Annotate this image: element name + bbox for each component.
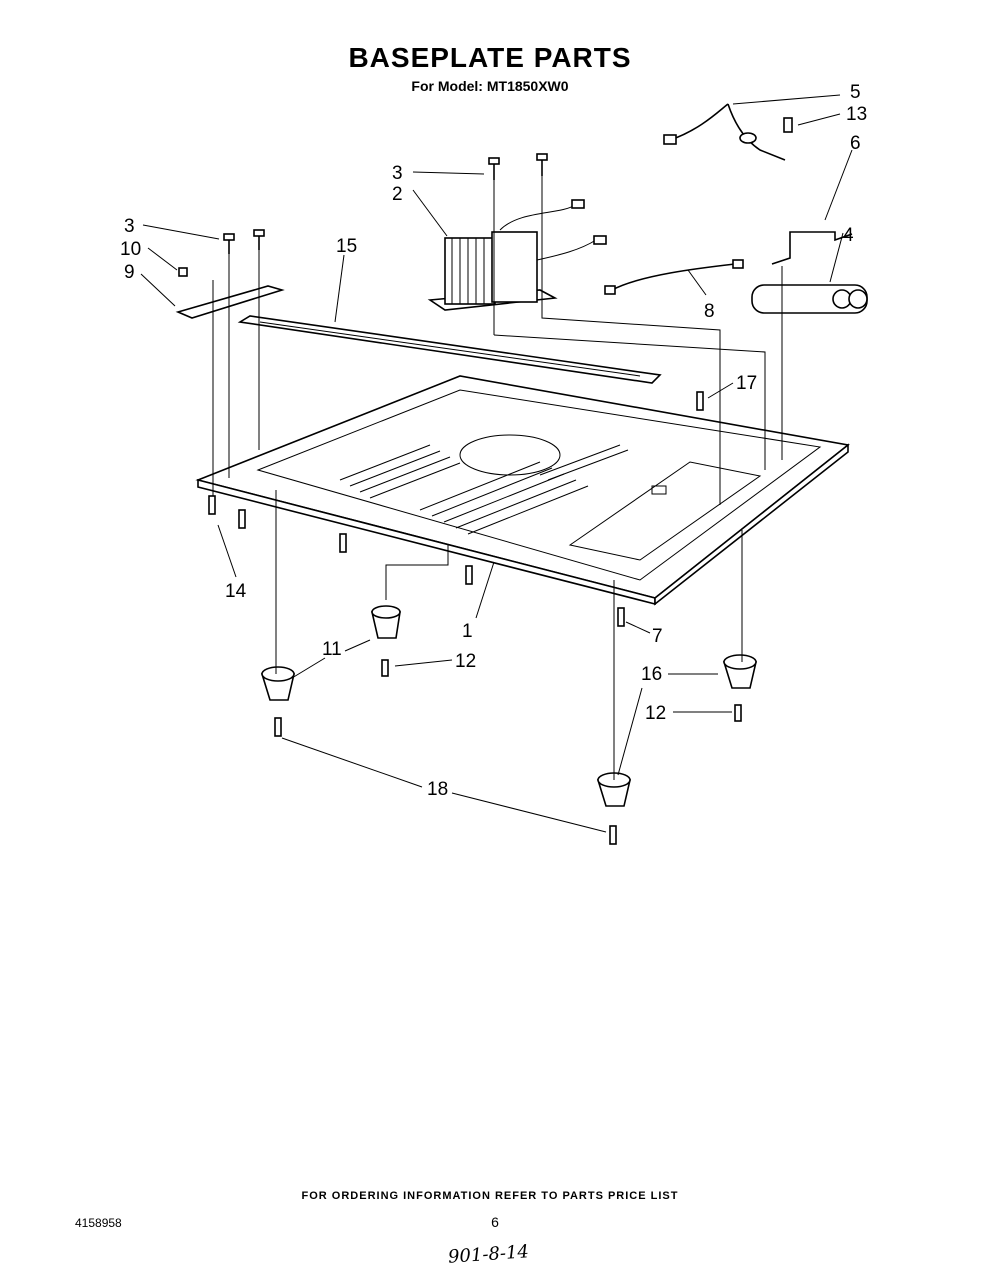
screws (178, 117, 793, 845)
document-number: 4158958 (75, 1216, 122, 1230)
callout-10: 10 (120, 239, 141, 260)
foot-16 (722, 654, 758, 689)
callout-9: 9 (124, 262, 135, 283)
base-strip (237, 315, 662, 384)
foot-front-right (596, 772, 632, 807)
callout-3-bracket: 3 (124, 216, 135, 237)
foot-left-rear (260, 666, 296, 701)
ordering-note: FOR ORDERING INFORMATION REFER TO PARTS … (301, 1190, 679, 1202)
page-title: BASEPLATE PARTS (348, 42, 632, 73)
callout-8: 8 (704, 301, 715, 322)
callout-4: 4 (843, 225, 854, 246)
callout-12-center: 12 (455, 651, 476, 672)
callout-numbers: 1 2 3 3 4 5 6 7 8 9 10 11 12 12 13 14 15… (120, 82, 867, 800)
page-number: 6 (491, 1214, 499, 1230)
capacitor (751, 284, 868, 314)
callout-6: 6 (850, 133, 861, 154)
callout-12-right: 12 (645, 703, 666, 724)
callout-7: 7 (652, 626, 663, 647)
leader-lines (140, 94, 853, 833)
callout-1: 1 (462, 621, 473, 642)
callout-17: 17 (736, 373, 757, 394)
vent-slots (339, 444, 629, 535)
callout-13: 13 (846, 104, 867, 125)
wire-harness (604, 259, 744, 295)
callout-3-transformer: 3 (392, 163, 403, 184)
model-subtitle: For Model: MT1850XW0 (411, 78, 569, 94)
callout-15: 15 (336, 236, 357, 257)
baseplate (195, 375, 850, 606)
callout-16: 16 (641, 664, 662, 685)
foot-11 (370, 605, 401, 639)
transformer (427, 199, 607, 311)
callout-2: 2 (392, 184, 403, 205)
diode-lead (663, 103, 786, 161)
callout-5: 5 (850, 82, 861, 103)
bracket (175, 285, 285, 319)
capacitor-clamp (771, 231, 853, 265)
assembly-lines (212, 176, 783, 780)
callout-11: 11 (322, 639, 342, 660)
callout-14: 14 (225, 581, 247, 602)
callout-18: 18 (427, 779, 448, 800)
